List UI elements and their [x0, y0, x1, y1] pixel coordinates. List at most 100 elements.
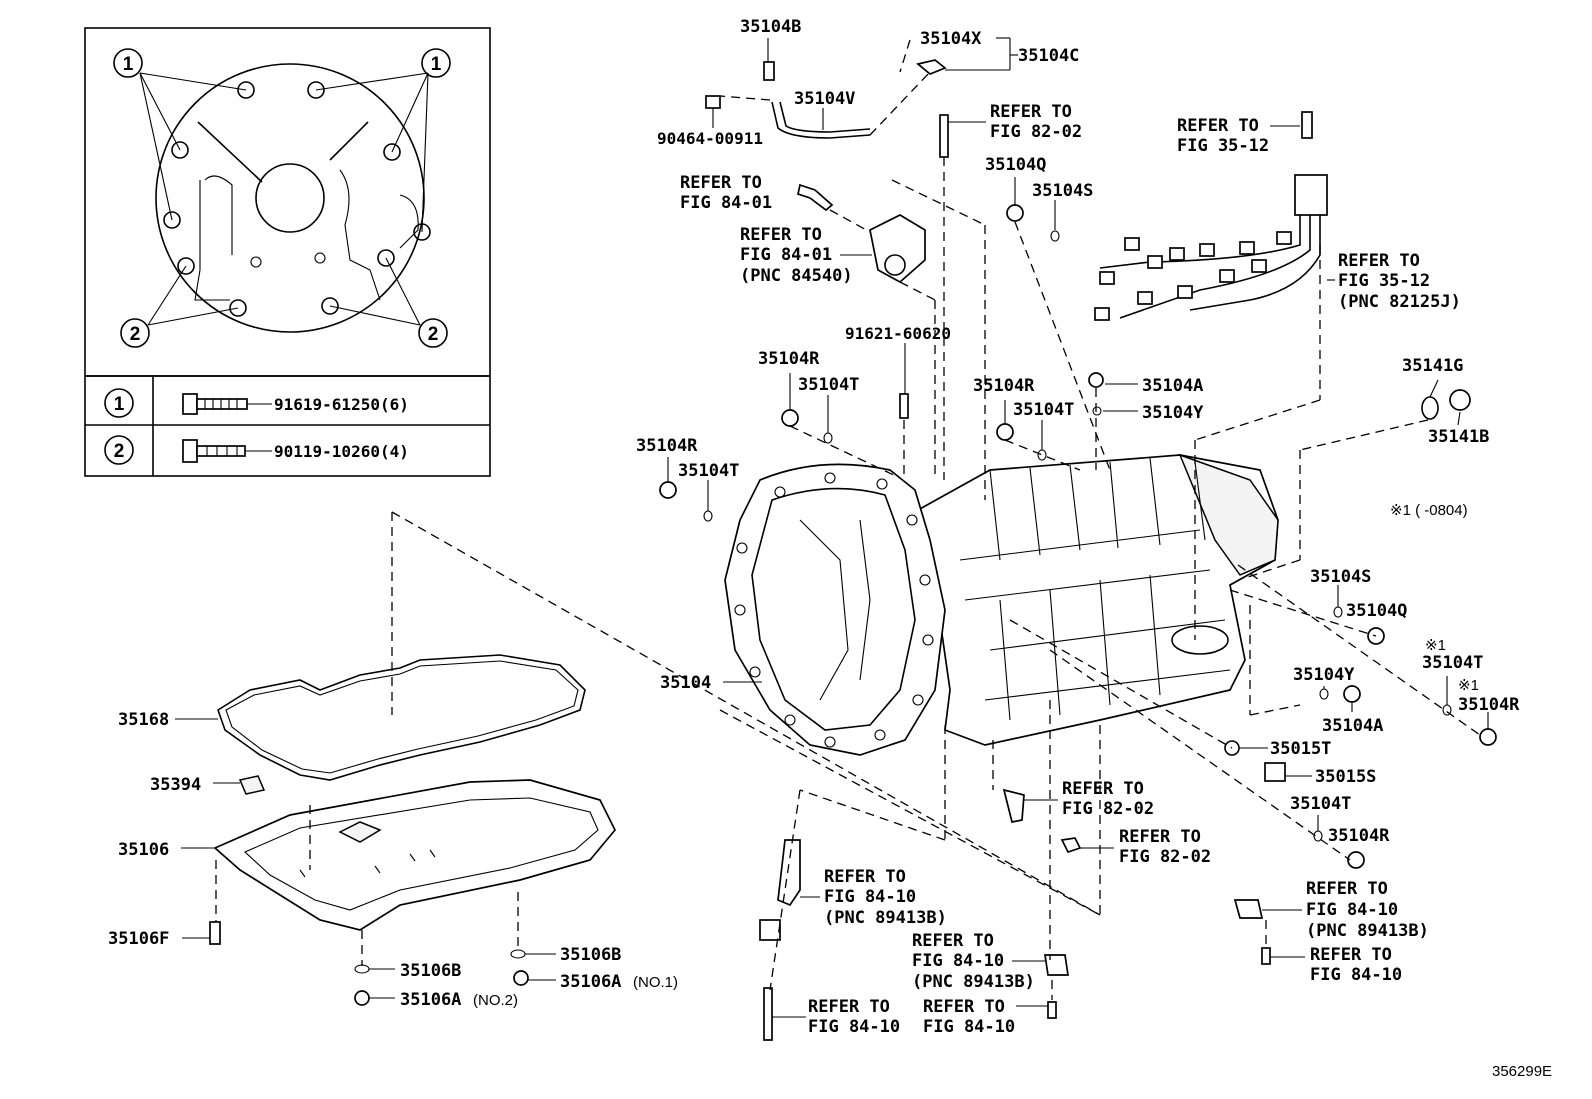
refer-fig-84-10-d-line2: FIG 84-10 [1310, 965, 1402, 985]
refer-fig-84-10-c-line3: (PNC 89413B) [912, 972, 1035, 992]
label-35104X: 35104X [920, 29, 982, 49]
label-35106A-b-note: (NO.2) [473, 992, 518, 1009]
label-35106B-a: 35106B [560, 945, 621, 965]
refer-fig-35-12-top-line1: REFER TO [1177, 116, 1259, 136]
label-35104C: 35104C [1018, 46, 1079, 66]
svg-text:1: 1 [431, 54, 442, 75]
oil-pan [213, 779, 617, 931]
label-35168: 35168 [118, 710, 169, 730]
label-35106: 35106 [118, 840, 169, 860]
wire-harness [1094, 111, 1328, 321]
refer-fig-84-10-b-line2: FIG 84-10 [1306, 900, 1398, 920]
legend-part-2: 90119-10260(4) [274, 442, 409, 461]
label-35141G: 35141G [1402, 356, 1463, 376]
leader-lines [175, 37, 1489, 1018]
label-35106A-b: 35106A [400, 990, 461, 1010]
label-90464-00911: 90464-00911 [657, 129, 763, 148]
label-35106A-a-note: (NO.1) [633, 974, 678, 991]
label-35104A-top: 35104A [1142, 376, 1203, 396]
svg-text:2: 2 [428, 324, 439, 345]
label-35141B: 35141B [1428, 427, 1489, 447]
refer-fig-84-01-b-line1: REFER TO [740, 225, 822, 245]
note-1-a: ※1 [1425, 637, 1446, 654]
inset-panel: 1 1 2 2 1 91619-61250(6) [84, 27, 491, 477]
label-35104S-top: 35104S [1032, 181, 1093, 201]
label-35106B-b: 35106B [400, 961, 461, 981]
label-35104R-low: 35104R [1328, 826, 1390, 846]
refer-fig-82-02-a-line2: FIG 82-02 [1062, 799, 1154, 819]
label-35394: 35394 [150, 775, 201, 795]
label-35104Q-top: 35104Q [985, 155, 1046, 175]
small-parts [209, 59, 1497, 1041]
refer-fig-82-02-b-line2: FIG 82-02 [1119, 847, 1211, 867]
bolt-icon [182, 393, 248, 415]
label-35104R-b: 35104R [973, 376, 1035, 396]
label-35104T-b: 35104T [1013, 400, 1074, 420]
callout-2-right: 2 [418, 318, 448, 348]
guide-lines [215, 39, 1481, 1000]
refer-fig-35-12-harness-line2: FIG 35-12 [1338, 271, 1430, 291]
label-35106F: 35106F [108, 929, 169, 949]
refer-fig-84-10-b-line3: (PNC 89413B) [1306, 921, 1429, 941]
callout-1-right: 1 [421, 48, 451, 78]
label-35015T: 35015T [1270, 739, 1331, 759]
refer-fig-84-10-a-line3: (PNC 89413B) [824, 908, 947, 928]
label-91621-60620: 91621-60620 [845, 324, 951, 343]
transmission-assembly [724, 453, 1279, 756]
label-35104R-right: 35104R [1458, 695, 1520, 715]
refer-fig-84-01-a-line1: REFER TO [680, 173, 762, 193]
label-35104A-right: 35104A [1322, 716, 1383, 736]
label-35104B: 35104B [740, 17, 801, 37]
bolt-icon [182, 439, 246, 463]
legend-row-1: 1 91619-61250(6) [104, 388, 409, 418]
refer-fig-84-10-e-line1: REFER TO [808, 997, 890, 1017]
refer-fig-84-10-b-line1: REFER TO [1306, 879, 1388, 899]
refer-fig-84-10-a-line2: FIG 84-10 [824, 887, 916, 907]
refer-fig-35-12-harness-line1: REFER TO [1338, 251, 1420, 271]
refer-fig-84-10-a-line1: REFER TO [824, 867, 906, 887]
note-production-range: ※1 ( -0804) [1390, 502, 1468, 519]
refer-fig-35-12-top-line2: FIG 35-12 [1177, 136, 1269, 156]
bolt-hole-icon [163, 81, 431, 317]
refer-fig-82-02-b-line1: REFER TO [1119, 827, 1201, 847]
legend-part-1: 91619-61250(6) [274, 395, 409, 414]
label-35104Q-right: 35104Q [1346, 601, 1407, 621]
label-35106A-a: 35106A [560, 972, 621, 992]
callout-2-left: 2 [120, 318, 150, 348]
magnet-icon [238, 775, 266, 795]
label-35104R-c: 35104R [636, 436, 698, 456]
refer-fig-84-10-e-line2: FIG 84-10 [808, 1017, 900, 1037]
refer-fig-35-12-harness-line3: (PNC 82125J) [1338, 292, 1461, 312]
callout-1-left: 1 [113, 48, 143, 78]
refer-fig-84-01-a-line2: FIG 84-01 [680, 193, 772, 213]
label-35104T-a: 35104T [798, 375, 859, 395]
label-35104Y-top: 35104Y [1142, 403, 1204, 423]
label-35015S: 35015S [1315, 767, 1376, 787]
refer-fig-84-10-d-line1: REFER TO [1310, 945, 1392, 965]
svg-text:2: 2 [130, 324, 141, 345]
figure-id: 356299E [1492, 1063, 1552, 1080]
refer-fig-84-10-f-line1: REFER TO [923, 997, 1005, 1017]
housing-front-view [139, 63, 431, 333]
refer-fig-82-02-a-line1: REFER TO [1062, 779, 1144, 799]
legend-row-2: 2 90119-10260(4) [104, 435, 409, 465]
refer-fig-84-10-c-line2: FIG 84-10 [912, 951, 1004, 971]
svg-text:1: 1 [114, 394, 125, 415]
label-35104T-c: 35104T [678, 461, 739, 481]
refer-fig-82-02-top-line1: REFER TO [990, 102, 1072, 122]
part-labels: 35104B 35104X 35104C 35104V 90464-00911 … [108, 17, 1552, 1080]
refer-fig-84-01-b-line2: FIG 84-01 [740, 245, 832, 265]
label-35104Y-right: 35104Y [1293, 665, 1355, 685]
svg-text:2: 2 [114, 441, 125, 462]
label-35104V: 35104V [794, 89, 855, 109]
refer-fig-84-10-c-line1: REFER TO [912, 931, 994, 951]
label-35104: 35104 [660, 673, 711, 693]
label-35104R-a: 35104R [758, 349, 820, 369]
label-35104T-right: 35104T [1422, 653, 1483, 673]
label-35104T-low: 35104T [1290, 794, 1351, 814]
svg-text:1: 1 [123, 54, 134, 75]
bolt-hole-icon [734, 472, 934, 748]
oil-pan-gasket [217, 654, 586, 781]
label-35104S-right: 35104S [1310, 567, 1371, 587]
